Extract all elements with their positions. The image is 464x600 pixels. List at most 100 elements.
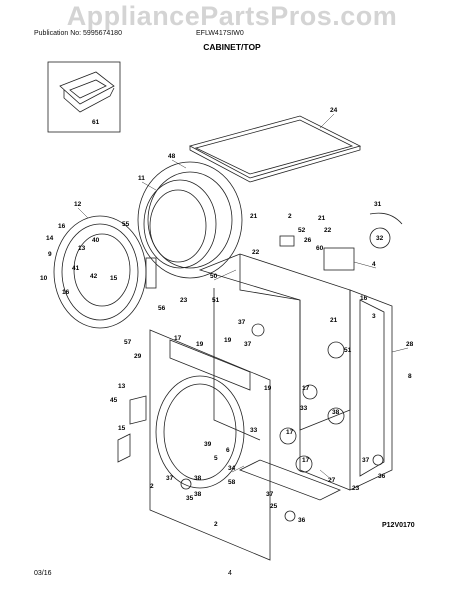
callout-51b: 51 [344, 347, 352, 354]
callout-37a: 37 [238, 319, 246, 326]
callout-42: 42 [90, 273, 98, 280]
callout-12: 12 [74, 201, 82, 208]
callout-13b: 13 [118, 383, 126, 390]
callout-57: 57 [124, 339, 132, 346]
callout-40: 40 [92, 237, 100, 244]
model-number: EFLW417SIW0 [196, 30, 244, 37]
callout-15b: 15 [118, 425, 126, 432]
door-glass-inner [149, 189, 207, 263]
section-title: CABINET/TOP [203, 42, 261, 52]
callout-29: 29 [134, 353, 142, 360]
door-ring-outer [53, 215, 147, 329]
callout-9: 9 [48, 251, 52, 258]
bellow-inner [147, 171, 233, 269]
callout-52: 52 [298, 227, 306, 234]
callout-50: 50 [210, 273, 218, 280]
callout-35: 35 [186, 495, 194, 502]
callout-21b: 21 [318, 215, 326, 222]
callout-38c: 38 [194, 491, 202, 498]
front-panel-opening [155, 375, 245, 489]
part-51 [327, 341, 345, 359]
callout-22a: 22 [252, 249, 260, 256]
cabinet-rear-post [213, 288, 261, 441]
bellow-outer [137, 161, 243, 279]
front-panel [149, 329, 271, 561]
callout-15a: 15 [110, 275, 118, 282]
right-side-panel-inner [359, 299, 385, 477]
cabinet-frame [198, 253, 351, 431]
top-cover-edge [189, 146, 361, 183]
callout-36b: 36 [298, 517, 306, 524]
inset-part-shape [59, 71, 115, 105]
callout-21a: 21 [250, 213, 258, 220]
callout-33a: 33 [300, 405, 308, 412]
callout-38b: 38 [194, 475, 202, 482]
callout-58: 58 [228, 479, 236, 486]
callout-16a: 16 [58, 223, 66, 230]
callout-4: 4 [372, 261, 376, 268]
callout-17b: 17 [302, 385, 310, 392]
callout-23b: 23 [352, 485, 360, 492]
callout-2a: 2 [288, 213, 292, 220]
cabinet-frame-inner [239, 254, 301, 301]
callout-56: 56 [158, 305, 166, 312]
callout-51a: 51 [212, 297, 220, 304]
callout-5: 5 [214, 455, 218, 462]
callout-55: 55 [122, 221, 130, 228]
shock-mount-2 [295, 455, 313, 473]
callout-26: 26 [304, 237, 312, 244]
latch-part [117, 433, 131, 463]
door-hinge [145, 257, 157, 289]
callout-39: 39 [204, 441, 212, 448]
callout-labels: 61 24 48 11 12 14 16 40 13 55 42 41 15 1… [40, 107, 414, 528]
shock-mount [327, 407, 345, 425]
callout-21c: 21 [330, 317, 338, 324]
door-glass [143, 179, 217, 269]
callout-19a: 19 [196, 341, 204, 348]
top-cover-inner [194, 119, 354, 175]
callout-23a: 23 [180, 297, 188, 304]
callout-36a: 36 [378, 473, 386, 480]
inset-box [47, 61, 121, 133]
footer-date: 03/16 [34, 570, 52, 577]
callout-16b: 16 [62, 289, 70, 296]
right-side-panel [349, 289, 393, 491]
callout-24: 24 [330, 107, 338, 114]
inset-part-side [63, 87, 115, 113]
pump-assembly [279, 427, 297, 445]
callout-27: 27 [328, 477, 336, 484]
callout-14: 14 [46, 235, 54, 242]
top-cover-panel [188, 115, 362, 179]
leader-lines [77, 113, 409, 481]
callout-61: 61 [92, 119, 100, 126]
callout-13a: 13 [78, 245, 86, 252]
callout-33b: 33 [250, 427, 258, 434]
callout-25: 25 [270, 503, 278, 510]
control-board [323, 247, 355, 271]
callout-37c: 37 [166, 475, 174, 482]
callout-37e: 37 [266, 491, 274, 498]
callout-19b: 19 [224, 337, 232, 344]
callout-45: 45 [110, 397, 118, 404]
part-37 [251, 323, 265, 337]
callout-8: 8 [408, 373, 412, 380]
callout-10: 10 [40, 275, 48, 282]
callout-17a: 17 [174, 335, 182, 342]
cabinet-front-post [299, 300, 351, 491]
callout-19c: 19 [264, 385, 272, 392]
callout-41: 41 [72, 265, 80, 272]
callout-6: 6 [226, 447, 230, 454]
base-plate [239, 459, 341, 501]
publication-number: Publication No: 5995674180 [34, 30, 122, 37]
callout-28: 28 [406, 341, 414, 348]
callout-2b: 2 [214, 521, 218, 528]
callout-2c: 2 [150, 483, 154, 490]
callout-22b: 22 [324, 227, 332, 234]
callout-34: 34 [228, 465, 236, 472]
door-ring-center [73, 233, 131, 307]
leveling-foot-front [284, 510, 296, 522]
callout-3: 3 [372, 313, 376, 320]
leveling-foot-left [180, 478, 192, 490]
